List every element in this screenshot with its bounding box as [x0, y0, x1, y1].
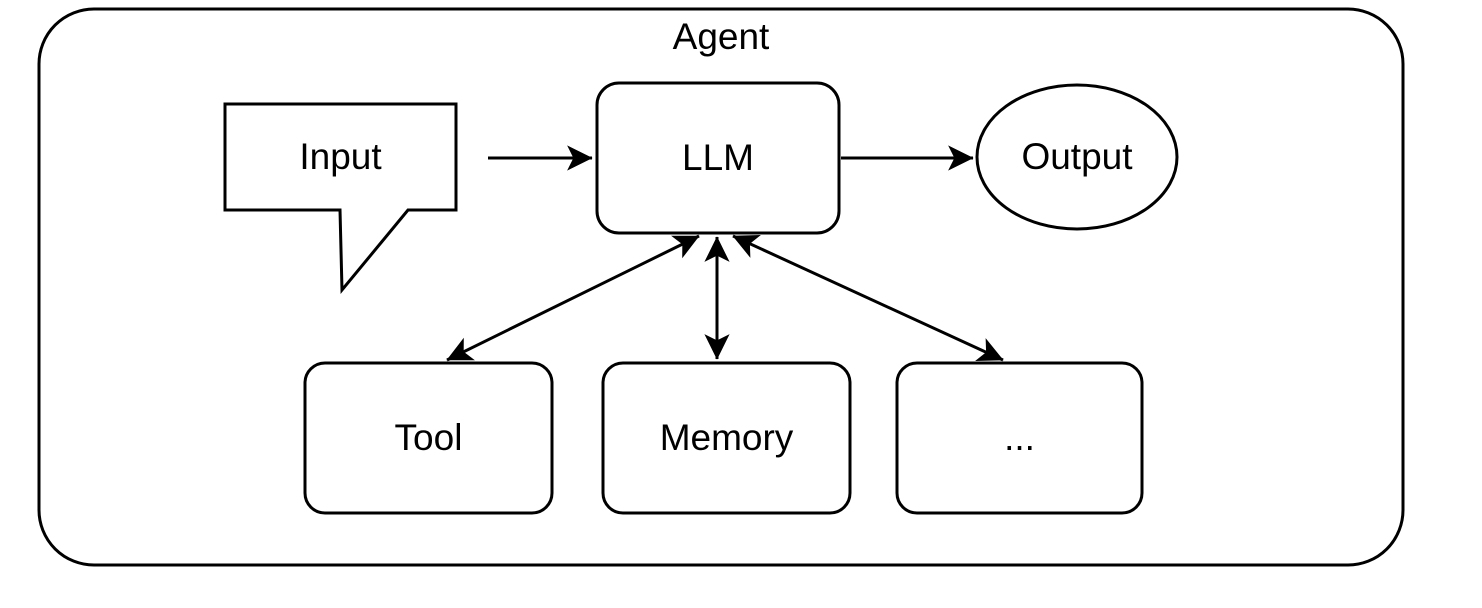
llm-node-box	[595, 81, 841, 235]
more-node-box	[895, 361, 1144, 515]
input-node-speech-bubble	[223, 102, 458, 295]
edge-llm-to-more	[732, 234, 1004, 362]
memory-node-box	[601, 361, 852, 515]
tool-node-box	[303, 361, 554, 515]
edge-llm-to-tool	[446, 234, 700, 362]
agent-title: Agent	[672, 16, 770, 57]
output-node-ellipse	[975, 83, 1179, 231]
